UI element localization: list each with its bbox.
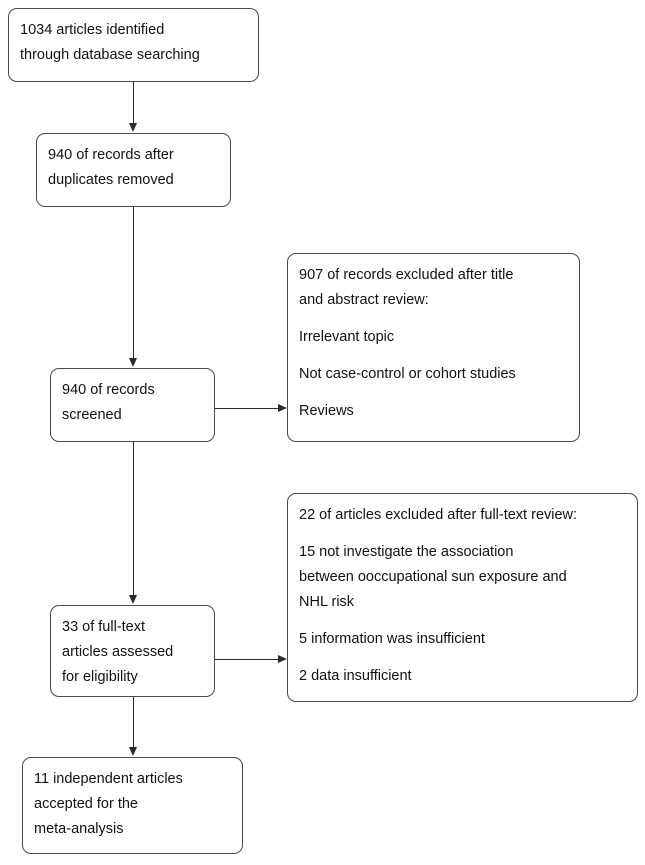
connector-duplicates-to-screened xyxy=(133,207,134,359)
node-fulltext-assessed-line-3: for eligibility xyxy=(62,669,138,685)
node-fulltext-assessed: 33 of full-text articles assessed for el… xyxy=(50,605,215,697)
node-included-line-1: 11 independent articles xyxy=(34,771,183,787)
fulltext-excluded-para-1: 22 of articles excluded after full-text … xyxy=(299,503,626,528)
arrowhead-duplicates-to-screened xyxy=(129,358,137,367)
fulltext-excluded-para-3: 5 information was insufficient xyxy=(299,627,626,652)
arrowhead-screened-to-fulltext xyxy=(129,595,137,604)
connector-screened-to-fulltext xyxy=(133,442,134,596)
arrowhead-fulltext-to-fulltext-excluded xyxy=(278,655,287,663)
records-excluded-para-4: Reviews xyxy=(299,399,568,424)
records-excluded-para-2: Irrelevant topic xyxy=(299,325,568,350)
records-excluded-para-1: 907 of records excluded after title and … xyxy=(299,263,568,313)
connector-identification-to-duplicates xyxy=(133,82,134,124)
records-excluded-line-2: and abstract review: xyxy=(299,292,429,308)
node-fulltext-excluded: 22 of articles excluded after full-text … xyxy=(287,493,638,702)
node-included-line-3: meta-analysis xyxy=(34,821,124,837)
node-records-screened: 940 of records screened xyxy=(50,368,215,442)
node-identification: 1034 articles identified through databas… xyxy=(8,8,259,82)
connector-screened-to-records-excluded xyxy=(215,408,278,409)
fulltext-excluded-line-2: 15 not investigate the association xyxy=(299,544,514,560)
node-included-line-2: accepted for the xyxy=(34,796,138,812)
node-fulltext-assessed-line-1: 33 of full-text xyxy=(62,619,146,635)
fulltext-excluded-line-5: 5 information was insufficient xyxy=(299,631,485,647)
node-fulltext-assessed-line-2: articles assessed xyxy=(62,644,174,660)
node-records-screened-line-2: screened xyxy=(62,407,122,423)
records-excluded-para-3: Not case-control or cohort studies xyxy=(299,362,568,387)
connector-fulltext-to-fulltext-excluded xyxy=(215,659,278,660)
fulltext-excluded-line-6: 2 data insufficient xyxy=(299,668,412,684)
connector-fulltext-to-included xyxy=(133,697,134,748)
arrowhead-identification-to-duplicates xyxy=(129,123,137,132)
fulltext-excluded-line-4: NHL risk xyxy=(299,594,355,610)
records-excluded-line-3: Irrelevant topic xyxy=(299,329,395,345)
node-identification-line-1: 1034 articles identified xyxy=(20,22,165,38)
fulltext-excluded-para-2: 15 not investigate the association betwe… xyxy=(299,540,626,615)
arrowhead-screened-to-records-excluded xyxy=(278,404,287,412)
fulltext-excluded-para-4: 2 data insufficient xyxy=(299,664,626,689)
node-records-excluded: 907 of records excluded after title and … xyxy=(287,253,580,442)
fulltext-excluded-line-1: 22 of articles excluded after full-text … xyxy=(299,507,578,523)
records-excluded-line-1: 907 of records excluded after title xyxy=(299,267,514,283)
node-duplicates-removed-line-1: 940 of records after xyxy=(48,147,174,163)
node-identification-line-2: through database searching xyxy=(20,47,200,63)
records-excluded-line-4: Not case-control or cohort studies xyxy=(299,366,516,382)
records-excluded-line-5: Reviews xyxy=(299,403,354,419)
arrowhead-fulltext-to-included xyxy=(129,747,137,756)
node-records-screened-line-1: 940 of records xyxy=(62,382,155,398)
fulltext-excluded-line-3: between ooccupational sun exposure and xyxy=(299,569,567,585)
node-included: 11 independent articles accepted for the… xyxy=(22,757,243,854)
node-duplicates-removed: 940 of records after duplicates removed xyxy=(36,133,231,207)
node-duplicates-removed-line-2: duplicates removed xyxy=(48,172,174,188)
